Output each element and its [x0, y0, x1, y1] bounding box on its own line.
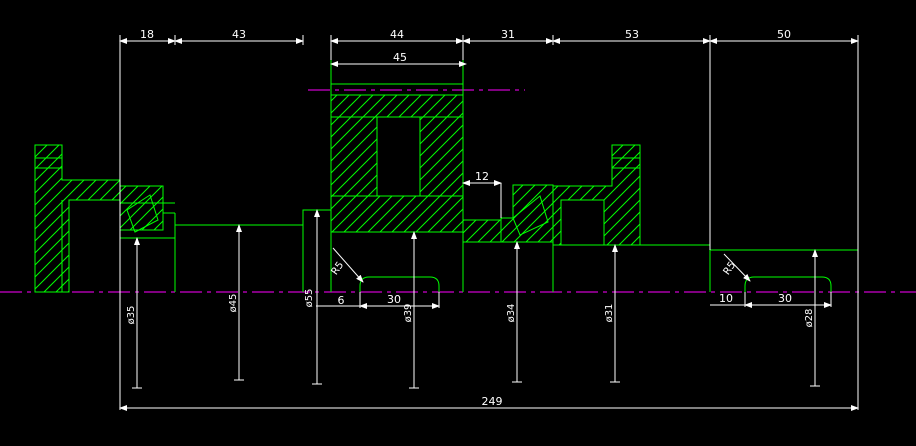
- dia-35-label: ø35: [126, 306, 137, 325]
- left-bearing: [119, 185, 176, 233]
- dimension-lines: [119, 35, 859, 411]
- dim-18-label: 18: [140, 28, 154, 41]
- dim-31-label: 31: [501, 28, 515, 41]
- dim-53-label: 53: [625, 28, 639, 41]
- dia-31-label: ø31: [604, 304, 615, 323]
- dim-43-label: 43: [232, 28, 246, 41]
- dim-keyway-left-offset: 6: [338, 294, 345, 307]
- dia-55-label: ø55: [304, 289, 315, 308]
- dim-44-label: 44: [390, 28, 404, 41]
- dim-keyway-right-radius: R5: [722, 260, 739, 277]
- right-bearing: [500, 184, 554, 243]
- dim-12-label: 12: [475, 170, 489, 183]
- dim-keyway-left-length: 30: [387, 293, 401, 306]
- dia-28-label: ø28: [804, 309, 815, 328]
- dia-45-label: ø45: [228, 294, 239, 313]
- spacer-sleeve: [462, 219, 502, 243]
- dim-keyway-right-length: 30: [778, 292, 792, 305]
- dim-keyway-right-offset: 10: [719, 292, 733, 305]
- gear: [330, 60, 464, 233]
- dim-overall-label: 249: [482, 395, 503, 408]
- right-bearing-cover: [552, 144, 641, 246]
- dimension-labels: 18 43 44 45 31 53 50 12 6 30 10 30 R5 R5…: [126, 28, 815, 408]
- dim-keyway-left-radius: R5: [330, 260, 347, 277]
- left-bearing-cover: [34, 144, 121, 293]
- dim-45-label: 45: [393, 51, 407, 64]
- centerlines: [0, 89, 916, 293]
- dim-50-label: 50: [777, 28, 791, 41]
- keyways: [359, 276, 832, 292]
- dia-39-label: ø39: [403, 304, 414, 323]
- dia-34-label: ø34: [506, 304, 517, 323]
